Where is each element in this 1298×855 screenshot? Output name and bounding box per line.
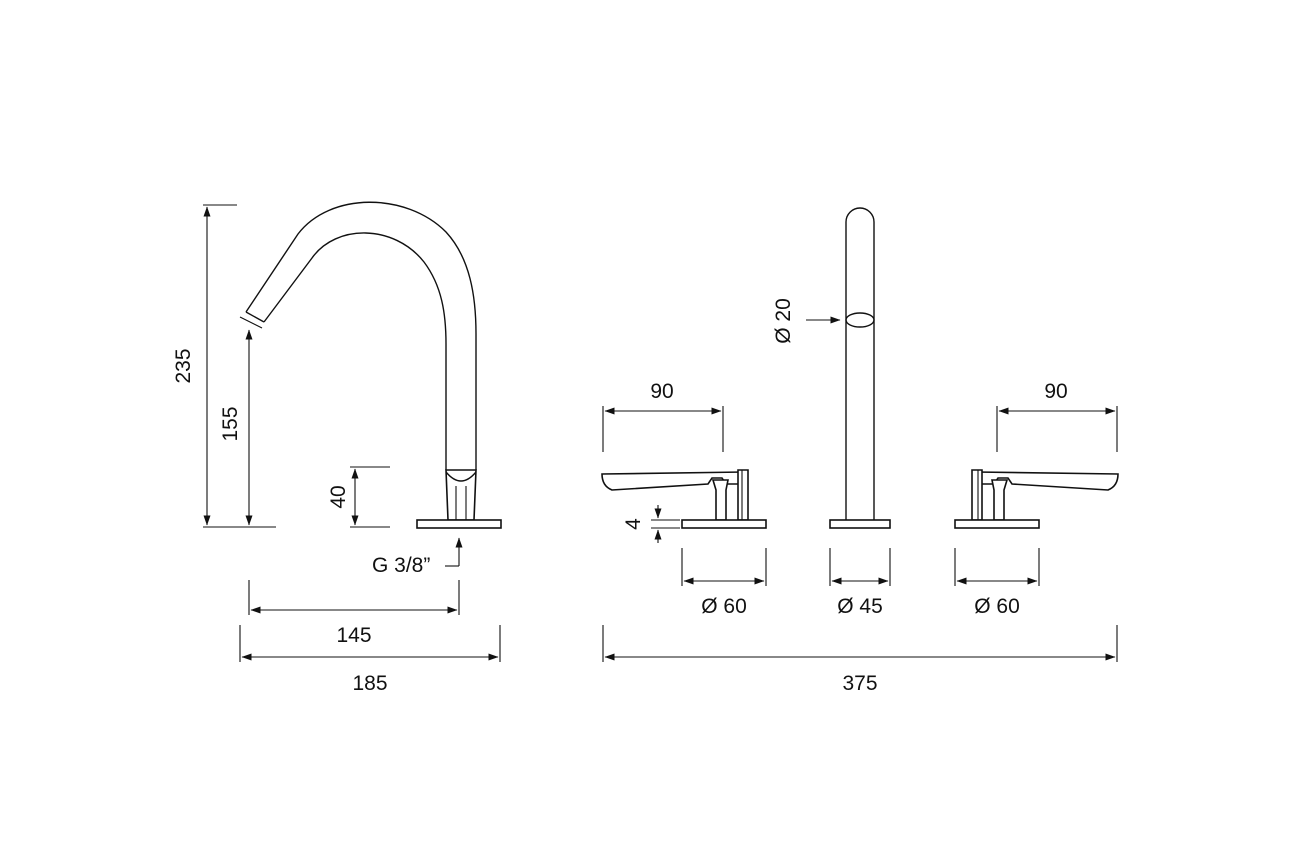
side-view: 235 155 40 G 3/8” 145 [172,201,502,695]
label-235: 235 [172,348,195,383]
spout-side-profile [239,201,502,529]
label-plate-thickness: 4 [622,518,645,530]
dimension-spout-height: 155 [219,329,253,526]
thread-callout: G 3/8” [372,537,463,577]
dimension-depth: 185 [239,625,501,695]
dimension-right-base-diameter: Ø 60 [954,548,1040,618]
label-40: 40 [327,485,350,508]
right-handle [954,469,1119,529]
label-375: 375 [842,672,877,695]
dimension-base-height: 40 [327,466,390,528]
dimension-left-base-diameter: Ø 60 [681,548,767,618]
label-right-base-diameter: Ø 60 [974,595,1020,618]
label-185: 185 [352,672,387,695]
label-155: 155 [219,406,242,441]
front-view: Ø 20 90 90 [601,207,1119,695]
dimension-total-width: 375 [602,625,1118,695]
spout-front-profile [829,207,891,529]
dimension-right-handle-length: 90 [996,380,1118,452]
dimension-reach: 145 [248,580,460,647]
dimension-plate-thickness: 4 [622,505,680,543]
label-right-handle: 90 [1044,380,1067,403]
label-center-base-diameter: Ø 45 [837,595,883,618]
label-145: 145 [336,624,371,647]
label-left-base-diameter: Ø 60 [701,595,747,618]
dimension-left-handle-length: 90 [602,380,724,452]
label-left-handle: 90 [650,380,673,403]
label-thread: G 3/8” [372,554,430,577]
dimension-total-height: 235 [172,204,276,528]
dimension-spout-diameter: Ø 20 [772,298,841,344]
label-spout-diameter: Ø 20 [772,298,795,344]
dimension-center-base-diameter: Ø 45 [829,548,891,618]
left-handle [601,469,767,529]
